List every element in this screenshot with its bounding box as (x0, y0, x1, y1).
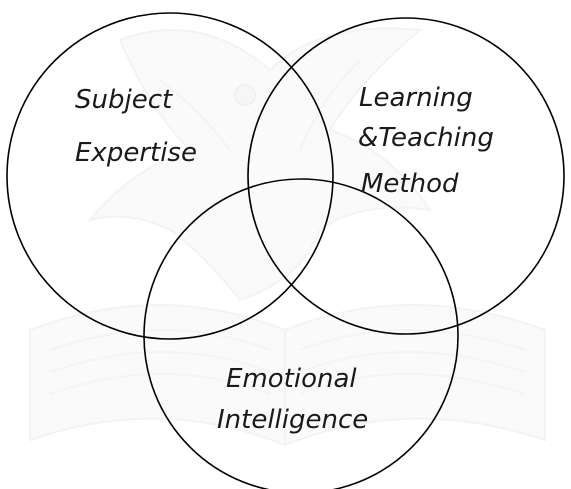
learning-teaching-method-line-2: &Teaching (358, 123, 494, 153)
emotional-intelligence-line-1: Emotional (226, 364, 357, 394)
learning-teaching-method-line-1: Learning (359, 83, 473, 113)
subject-expertise-circle (6, 12, 334, 340)
learning-teaching-method-label: Learning &Teaching Method (358, 83, 502, 199)
emotional-intelligence-circle (143, 178, 459, 489)
subject-expertise-line-1: Subject (75, 85, 173, 115)
learning-teaching-method-circle (247, 17, 565, 335)
emotional-intelligence-line-2: Intelligence (217, 405, 368, 435)
emotional-intelligence-label: Emotional Intelligence (217, 364, 368, 435)
watermark-emblem-icon (29, 27, 546, 447)
learning-teaching-method-line-3: Method (361, 169, 459, 199)
subject-expertise-line-2: Expertise (75, 138, 197, 168)
subject-expertise-label: Subject Expertise (75, 85, 197, 168)
